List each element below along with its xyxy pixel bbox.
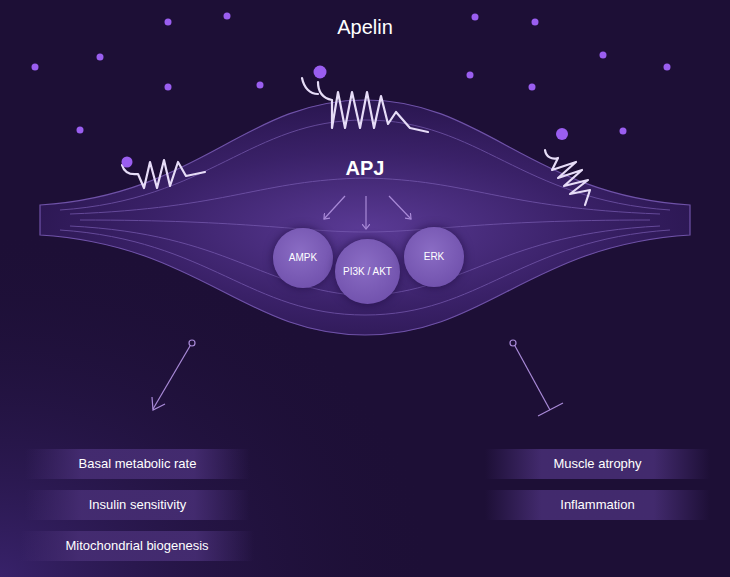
- effect-text: Basal metabolic rate: [79, 456, 197, 472]
- pathway-circle: ERK: [404, 227, 464, 287]
- effect-band: Insulin sensitivity: [25, 490, 250, 520]
- pathway-name: ERK: [420, 247, 449, 267]
- effect-text: Mitochondrial biogenesis: [65, 538, 208, 554]
- effect-text: Inflammation: [560, 497, 634, 513]
- effect-band: Basal metabolic rate: [25, 449, 250, 479]
- effect-band: Inflammation: [485, 490, 710, 520]
- pathway-circle: PI3K / AKT: [335, 239, 400, 304]
- pathway-name: AMPK: [285, 248, 321, 268]
- pathway-name: PI3K / AKT: [339, 262, 396, 282]
- diagram-title: Apelin: [0, 16, 730, 39]
- effect-text: Muscle atrophy: [553, 456, 641, 472]
- pathway-circle: AMPK: [273, 228, 333, 288]
- effect-band: Mitochondrial biogenesis: [20, 531, 254, 561]
- effect-text: Insulin sensitivity: [89, 497, 187, 513]
- effect-band: Muscle atrophy: [485, 449, 710, 479]
- receptor-label: APJ: [315, 157, 415, 180]
